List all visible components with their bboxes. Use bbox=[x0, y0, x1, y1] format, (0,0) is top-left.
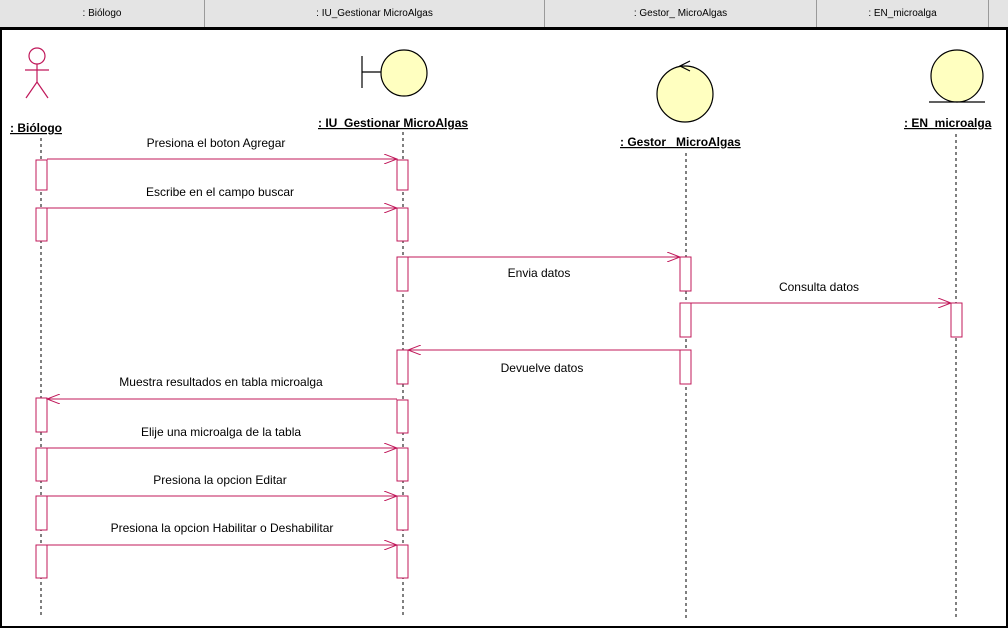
activation-bar[interactable] bbox=[35, 397, 48, 433]
message-4[interactable]: Consulta datos bbox=[691, 280, 951, 303]
lifeline-label-iu[interactable]: : IU_Gestionar MicroAlgas bbox=[318, 116, 468, 130]
activation-bar[interactable] bbox=[396, 447, 409, 482]
activation-bar[interactable] bbox=[35, 495, 48, 531]
activation-bar[interactable] bbox=[396, 207, 409, 242]
control-icon[interactable] bbox=[656, 60, 714, 123]
lifeline-label-gestor[interactable]: : Gestor_ MicroAlgas bbox=[620, 135, 741, 149]
message-8[interactable]: Presiona la opcion Editar bbox=[47, 473, 397, 496]
lifeline-label-biologo[interactable]: : Biólogo bbox=[10, 121, 62, 135]
message-label: Presiona el boton Agregar bbox=[147, 136, 286, 150]
message-label: Escribe en el campo buscar bbox=[146, 185, 294, 199]
header-bar: : Biólogo : IU_Gestionar MicroAlgas : Ge… bbox=[0, 0, 1008, 30]
message-6[interactable]: Muestra resultados en tabla microalga bbox=[47, 375, 397, 399]
activation-bar[interactable] bbox=[35, 159, 48, 191]
activation-bar[interactable] bbox=[679, 302, 692, 338]
header-cell-iu[interactable]: : IU_Gestionar MicroAlgas bbox=[205, 0, 545, 27]
message-label: Devuelve datos bbox=[501, 361, 584, 375]
lifeline-label-entidad[interactable]: : EN_microalga bbox=[904, 116, 992, 130]
activation-bar[interactable] bbox=[679, 349, 692, 385]
message-label: Elije una microalga de la tabla bbox=[141, 425, 301, 439]
message-9[interactable]: Presiona la opcion Habilitar o Deshabili… bbox=[47, 521, 397, 545]
message-label: Envia datos bbox=[508, 266, 571, 280]
activation-bar[interactable] bbox=[35, 207, 48, 242]
actor-icon[interactable] bbox=[25, 47, 49, 99]
message-2[interactable]: Escribe en el campo buscar bbox=[47, 185, 397, 208]
message-5[interactable]: Devuelve datos bbox=[408, 350, 680, 375]
message-label: Presiona la opcion Editar bbox=[153, 473, 286, 487]
activation-bar[interactable] bbox=[35, 447, 48, 482]
header-cell-biologo[interactable]: : Biólogo bbox=[0, 0, 205, 27]
boundary-icon[interactable] bbox=[361, 49, 428, 97]
activation-bar[interactable] bbox=[396, 495, 409, 531]
activation-bar[interactable] bbox=[35, 544, 48, 579]
header-cell-entidad[interactable]: : EN_microalga bbox=[817, 0, 989, 27]
header-cell-gestor[interactable]: : Gestor_ MicroAlgas bbox=[545, 0, 817, 27]
activation-bar[interactable] bbox=[396, 544, 409, 579]
entity-icon[interactable] bbox=[929, 49, 985, 103]
message-1[interactable]: Presiona el boton Agregar bbox=[47, 136, 397, 159]
activation-bar[interactable] bbox=[950, 302, 963, 338]
message-3[interactable]: Envia datos bbox=[408, 257, 680, 280]
activation-bar[interactable] bbox=[396, 159, 409, 191]
activation-bar[interactable] bbox=[396, 399, 409, 434]
activation-bar[interactable] bbox=[396, 349, 409, 385]
message-label: Consulta datos bbox=[779, 280, 859, 294]
message-label: Presiona la opcion Habilitar o Deshabili… bbox=[111, 521, 334, 535]
message-label: Muestra resultados en tabla microalga bbox=[119, 375, 323, 389]
message-7[interactable]: Elije una microalga de la tabla bbox=[47, 425, 397, 448]
activation-bar[interactable] bbox=[679, 256, 692, 292]
activation-bar[interactable] bbox=[396, 256, 409, 292]
